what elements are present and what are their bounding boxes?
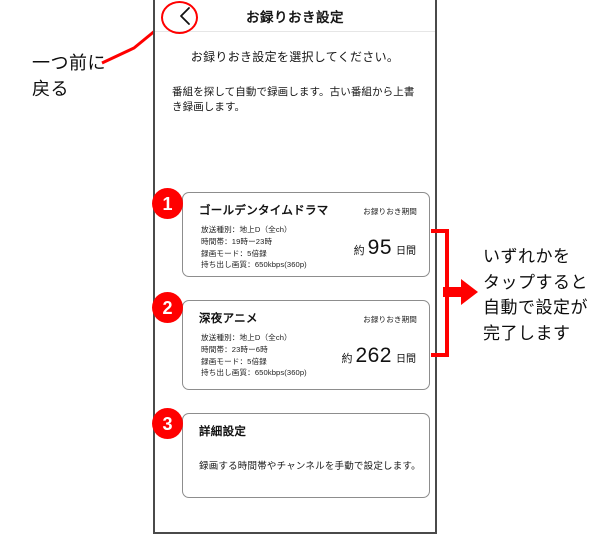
app-header: お録りおき設定: [155, 0, 435, 32]
card-title: 詳細設定: [199, 426, 247, 438]
card-title: ゴールデンタイムドラマ: [199, 205, 329, 217]
arrow-right-icon: [443, 279, 478, 305]
annotation-right-text: いずれかを タップすると 自動で設定が 完了します: [483, 247, 588, 343]
card-specs: 放送種別：地上D（全ch） 時間帯：19時ー23時 録画モード：5倍録 持ち出し…: [201, 225, 307, 270]
body-text: 番組を探して自動で録画します。古い番組から上書き録画します。: [172, 86, 415, 114]
option-card-late-night-anime[interactable]: 深夜アニメ 放送種別：地上D（全ch） 時間帯：23時ー6時 録画モード：5倍録…: [182, 300, 430, 390]
step-badge-3: 3: [152, 408, 183, 439]
annotation-left-text: 一つ前に 戻る: [32, 53, 106, 100]
card-specs: 放送種別：地上D（全ch） 時間帯：23時ー6時 録画モード：5倍録 持ち出し画…: [201, 333, 307, 378]
period-number: 95: [367, 236, 392, 259]
period-value: 約 95 日間: [354, 236, 416, 260]
period-label: お録りおき期間: [363, 315, 417, 324]
option-card-detailed-settings[interactable]: 詳細設定 録画する時間帯やチャンネルを手動で設定します。: [182, 413, 430, 498]
period-label: お録りおき期間: [363, 207, 417, 216]
period-unit: 日間: [396, 246, 416, 257]
period-value: 約 262 日間: [341, 344, 416, 368]
card-description: 録画する時間帯やチャンネルを手動で設定します。: [199, 461, 421, 472]
lead-text: お録りおき設定を選択してください。: [190, 50, 400, 64]
option-card-golden-time-drama[interactable]: ゴールデンタイムドラマ 放送種別：地上D（全ch） 時間帯：19時ー23時 録画…: [182, 192, 430, 277]
chevron-left-icon: [180, 7, 190, 25]
period-approx: 約: [353, 245, 365, 257]
period-approx: 約: [341, 353, 353, 365]
card-title: 深夜アニメ: [199, 313, 258, 325]
step-badge-2: 2: [152, 292, 183, 323]
back-button[interactable]: [172, 3, 198, 29]
period-number: 262: [355, 344, 392, 367]
period-unit: 日間: [396, 354, 416, 365]
page-title: お録りおき設定: [246, 9, 344, 25]
step-badge-1: 1: [152, 188, 183, 219]
phone-frame: お録りおき設定 お録りおき設定を選択してください。 番組を探して自動で録画します…: [153, 0, 437, 534]
